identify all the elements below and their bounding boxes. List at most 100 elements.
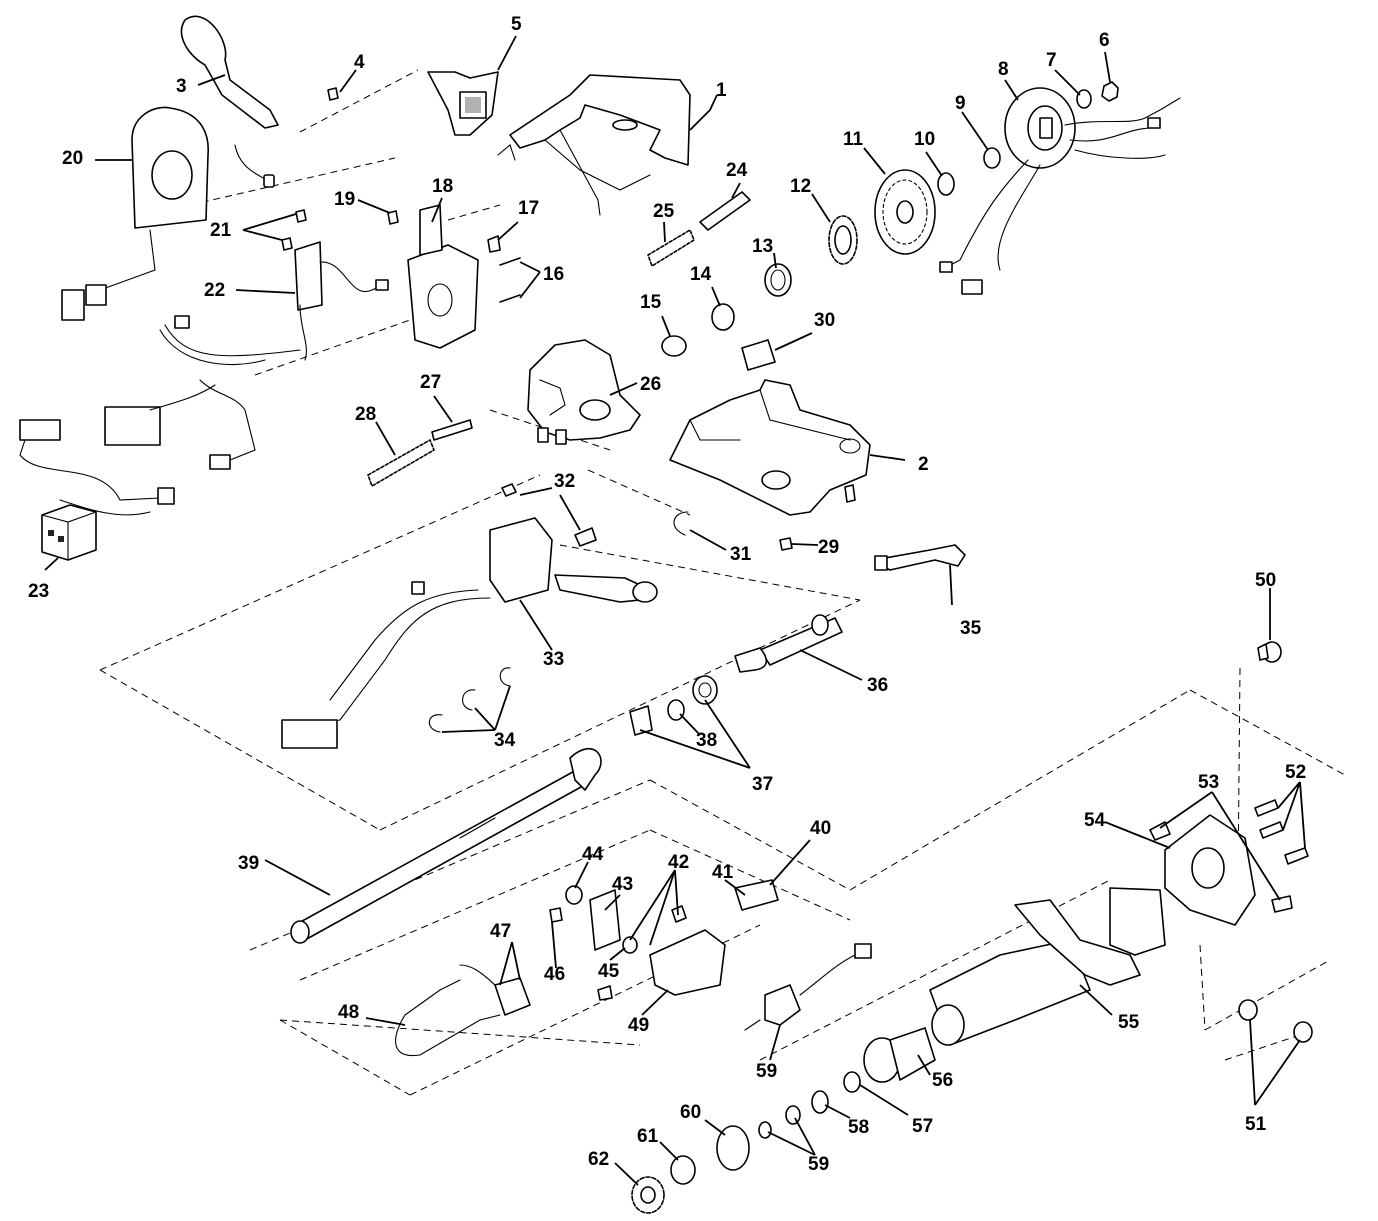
rod-27	[431, 419, 473, 441]
upper-steering-shaft	[734, 614, 843, 673]
bushing-14	[711, 303, 735, 331]
ring-10	[937, 172, 955, 196]
spring-13	[764, 263, 792, 297]
callout-55: 55	[1118, 1012, 1140, 1033]
callout-26: 26	[640, 374, 661, 395]
callout-15: 15	[640, 292, 662, 313]
screw-4	[327, 87, 339, 101]
callout-62: 62	[588, 1149, 609, 1170]
callout-4: 4	[354, 52, 365, 73]
callout-25: 25	[653, 201, 675, 222]
callout-36: 36	[867, 675, 888, 696]
callout-56: 56	[932, 1070, 953, 1091]
screw-29	[844, 484, 856, 503]
shift-linkage	[395, 879, 779, 1057]
callout-24: 24	[726, 160, 748, 181]
column-jacket	[929, 887, 1166, 1046]
callout-10: 10	[914, 129, 935, 150]
callout-41: 41	[712, 862, 734, 883]
lower-steering-shaft	[290, 747, 602, 944]
callout-39: 39	[238, 853, 259, 874]
bushing-50	[1257, 641, 1282, 663]
bushings-51	[1238, 999, 1313, 1043]
upper-column-cover	[497, 74, 691, 216]
callout-59-upper: 59	[756, 1061, 777, 1082]
wiring-harness	[19, 315, 301, 516]
callout-29: 29	[818, 537, 839, 558]
column-housing-boot	[427, 71, 499, 136]
callout-60: 60	[680, 1102, 701, 1123]
screw-19	[387, 210, 399, 225]
callout-12: 12	[790, 176, 811, 197]
callout-21: 21	[210, 220, 232, 241]
bearing-15	[661, 335, 687, 357]
tilt-lever	[874, 544, 966, 571]
callout-59-lower: 59	[808, 1154, 829, 1175]
callout-13: 13	[752, 236, 773, 257]
callout-38: 38	[696, 730, 717, 751]
switch-22	[281, 209, 389, 361]
nut-6	[1101, 81, 1119, 102]
lock-housing	[407, 204, 479, 349]
callout-46: 46	[544, 964, 565, 985]
callout-48: 48	[338, 1002, 359, 1023]
callout-2: 2	[918, 454, 929, 475]
callout-34: 34	[494, 730, 516, 751]
callout-35: 35	[960, 618, 982, 639]
callout-22: 22	[204, 280, 225, 301]
callout-23: 23	[28, 581, 49, 602]
callout-61: 61	[637, 1126, 659, 1147]
callout-1: 1	[716, 80, 727, 101]
callout-31: 31	[730, 544, 752, 565]
callout-47: 47	[490, 921, 511, 942]
column-lock-housing	[527, 339, 641, 445]
park-lock-switch	[744, 943, 872, 1031]
callout-44: 44	[582, 844, 604, 865]
callout-33: 33	[543, 649, 564, 670]
callout-32: 32	[554, 471, 575, 492]
callout-58: 58	[848, 1117, 869, 1138]
callout-11: 11	[843, 129, 864, 150]
callout-30: 30	[814, 310, 835, 331]
bearings-37-38	[629, 675, 718, 736]
studs-52-53	[1149, 799, 1309, 913]
callout-27: 27	[420, 372, 441, 393]
callout-43: 43	[612, 874, 633, 895]
leader-lines	[44, 35, 1306, 1186]
callout-labels: 1 2 3 4 5 6 7 8 9 10 11 12 13 14 15 16 1…	[28, 14, 1306, 1175]
clips-34	[428, 667, 511, 733]
callout-6: 6	[1099, 30, 1110, 51]
spring-28	[367, 439, 435, 487]
cancel-cam-wheel	[874, 169, 936, 255]
clip-31	[673, 511, 689, 536]
callout-51: 51	[1245, 1114, 1267, 1135]
multifunction-lever	[180, 15, 279, 188]
callout-54: 54	[1084, 810, 1106, 831]
callout-50: 50	[1255, 570, 1276, 591]
callout-28: 28	[355, 404, 376, 425]
callout-53: 53	[1198, 772, 1219, 793]
connector-block	[41, 504, 97, 561]
callout-5: 5	[511, 14, 522, 35]
callout-42: 42	[668, 852, 689, 873]
callout-52: 52	[1285, 762, 1306, 783]
pivot-pin	[699, 191, 751, 231]
callout-19: 19	[334, 189, 355, 210]
callout-18: 18	[432, 176, 453, 197]
callout-20: 20	[62, 148, 83, 169]
callout-7: 7	[1046, 50, 1057, 71]
callout-45: 45	[598, 961, 620, 982]
screw-29b	[779, 537, 793, 551]
callout-8: 8	[998, 59, 1009, 80]
callout-17: 17	[518, 198, 539, 219]
washer-9	[983, 147, 1001, 169]
lower-bearing-set	[631, 1027, 936, 1214]
mounting-flange	[1164, 814, 1256, 926]
lower-column-cover	[669, 379, 871, 516]
callout-9: 9	[955, 93, 966, 114]
turn-signal-switch	[281, 483, 658, 749]
callout-37: 37	[752, 774, 773, 795]
screws-16	[499, 257, 521, 303]
plate-30	[741, 339, 776, 371]
